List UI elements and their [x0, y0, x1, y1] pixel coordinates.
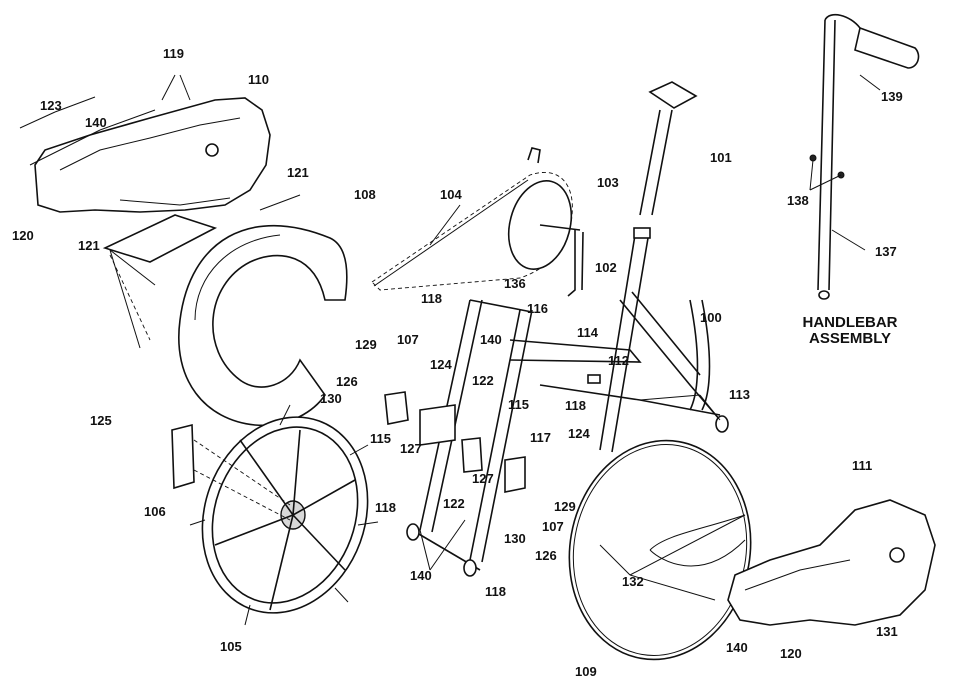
handlebar-assembly	[809, 13, 920, 300]
label-129: 129	[355, 337, 377, 352]
label-116: 116	[527, 301, 548, 316]
label-118: 118	[421, 291, 442, 306]
label-122: 122	[472, 373, 494, 388]
label-132: 132	[622, 574, 644, 589]
front-fan-wheel	[189, 404, 379, 626]
label-140-c: 140	[410, 568, 432, 583]
label-120-b: 120	[780, 646, 802, 661]
label-118-d: 118	[485, 584, 506, 599]
label-101: 101	[710, 150, 732, 165]
right-chain-guard	[727, 499, 936, 626]
label-115: 115	[508, 397, 529, 412]
drive-chain	[371, 147, 584, 297]
label-119: 119	[163, 46, 184, 61]
label-105: 105	[220, 639, 242, 654]
label-107-b: 107	[542, 519, 564, 534]
slider-frame	[406, 299, 642, 577]
label-140: 140	[85, 115, 107, 130]
label-131: 131	[876, 624, 898, 639]
label-113: 113	[729, 387, 750, 402]
label-129-b: 129	[554, 499, 576, 514]
seat-post	[639, 81, 698, 216]
label-121-b: 121	[78, 238, 100, 253]
label-121: 121	[287, 165, 309, 180]
label-112: 112	[608, 353, 629, 368]
leader-lines	[19, 74, 881, 601]
label-117: 117	[530, 430, 551, 445]
label-140-d: 140	[726, 640, 748, 655]
label-102: 102	[595, 260, 617, 275]
label-124-b: 124	[568, 426, 590, 441]
left-chain-guard	[34, 97, 271, 213]
rear-wheel-disc	[568, 439, 752, 661]
label-127-b: 127	[472, 471, 494, 486]
label-111: 111	[852, 458, 872, 473]
fork-plate	[171, 423, 291, 521]
label-140-b: 140	[480, 332, 502, 347]
label-138: 138	[787, 193, 809, 208]
assembly-title-line1: HANDLEBAR	[803, 314, 898, 331]
main-frame	[539, 227, 729, 453]
label-114: 114	[577, 325, 599, 340]
label-127: 127	[400, 441, 422, 456]
brackets	[384, 391, 526, 493]
label-118-b: 118	[565, 398, 586, 413]
label-106: 106	[144, 504, 166, 519]
assembly-title-line2: ASSEMBLY	[809, 330, 891, 347]
label-107: 107	[397, 332, 419, 347]
label-115-b: 115	[370, 431, 391, 446]
label-125: 125	[90, 413, 112, 428]
label-118-c: 118	[375, 500, 396, 515]
label-104: 104	[440, 187, 462, 202]
crescent-guard	[178, 224, 348, 427]
label-126-b: 126	[535, 548, 557, 563]
label-130-b: 130	[504, 531, 526, 546]
label-108: 108	[354, 187, 376, 202]
label-100: 100	[700, 310, 722, 325]
label-136: 136	[504, 276, 526, 291]
label-103: 103	[597, 175, 619, 190]
label-110: 110	[248, 72, 269, 87]
label-109: 109	[575, 664, 597, 679]
label-120: 120	[12, 228, 34, 243]
label-122-b: 122	[443, 496, 465, 511]
label-126: 126	[336, 374, 358, 389]
label-137: 137	[875, 244, 897, 259]
part-labels: 119 110 123 140 121 120 121 108 104 103 …	[12, 46, 903, 679]
label-139: 139	[881, 89, 903, 104]
mount-bracket	[102, 214, 218, 341]
label-123: 123	[40, 98, 62, 113]
label-130: 130	[320, 391, 342, 406]
label-124: 124	[430, 357, 452, 372]
